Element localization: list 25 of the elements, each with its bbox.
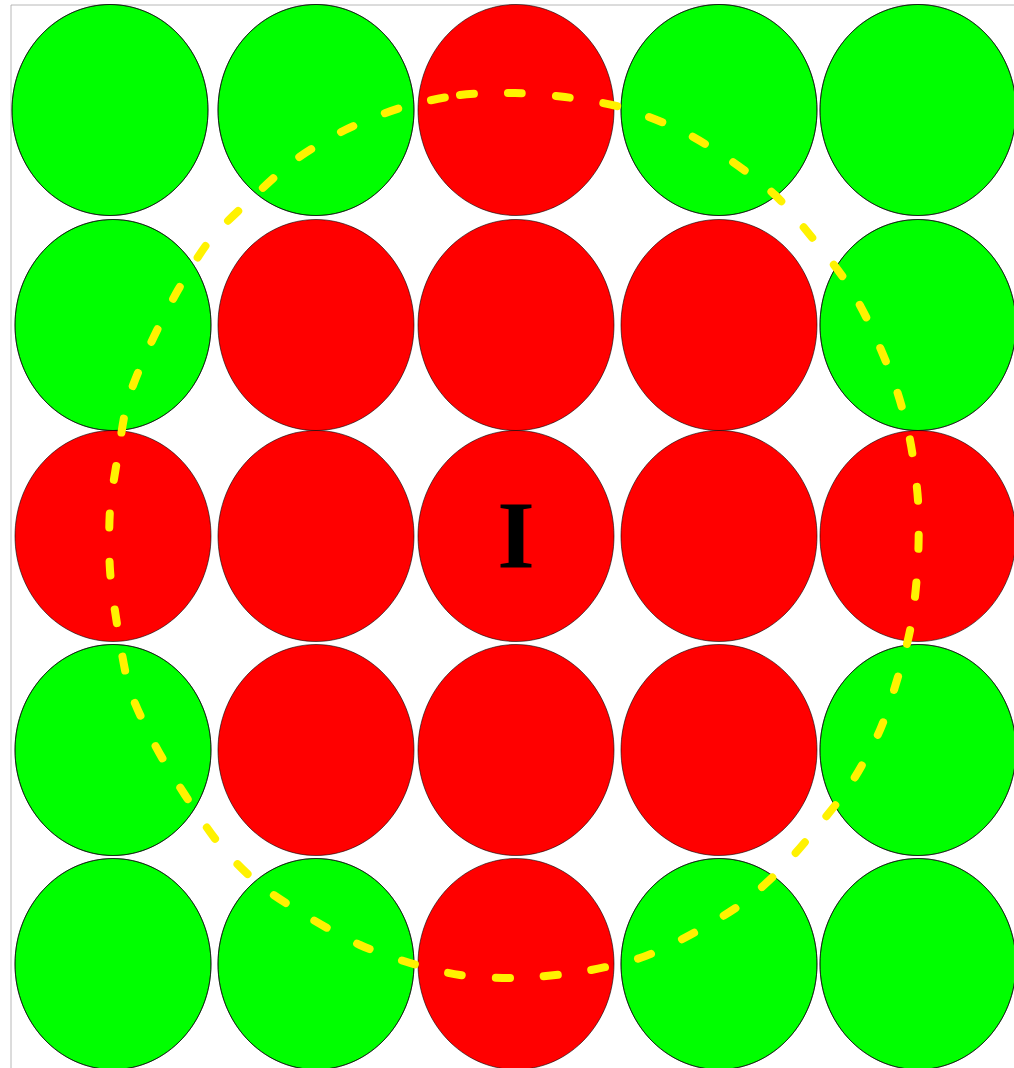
hatched-disc — [14, 858, 212, 1068]
disc — [217, 644, 415, 856]
disc — [417, 219, 615, 431]
disc — [417, 858, 615, 1068]
disc — [217, 430, 415, 642]
hatched-disc — [14, 219, 212, 431]
disc — [620, 430, 818, 642]
hatched-disc — [620, 858, 818, 1068]
hatched-disc — [11, 4, 209, 216]
disc — [217, 219, 415, 431]
hatched-disc — [819, 858, 1014, 1068]
disc — [819, 430, 1014, 642]
disc — [620, 644, 818, 856]
hatched-disc — [819, 644, 1014, 856]
disc: I — [417, 430, 615, 642]
disc — [417, 644, 615, 856]
disc — [14, 430, 212, 642]
disc — [620, 219, 818, 431]
hatched-disc — [14, 644, 212, 856]
hatched-disc — [819, 219, 1014, 431]
hatched-disc — [620, 4, 818, 216]
hatched-disc — [217, 4, 415, 216]
disc — [417, 4, 615, 216]
hatched-disc — [819, 4, 1014, 216]
hatched-disc — [217, 858, 415, 1068]
